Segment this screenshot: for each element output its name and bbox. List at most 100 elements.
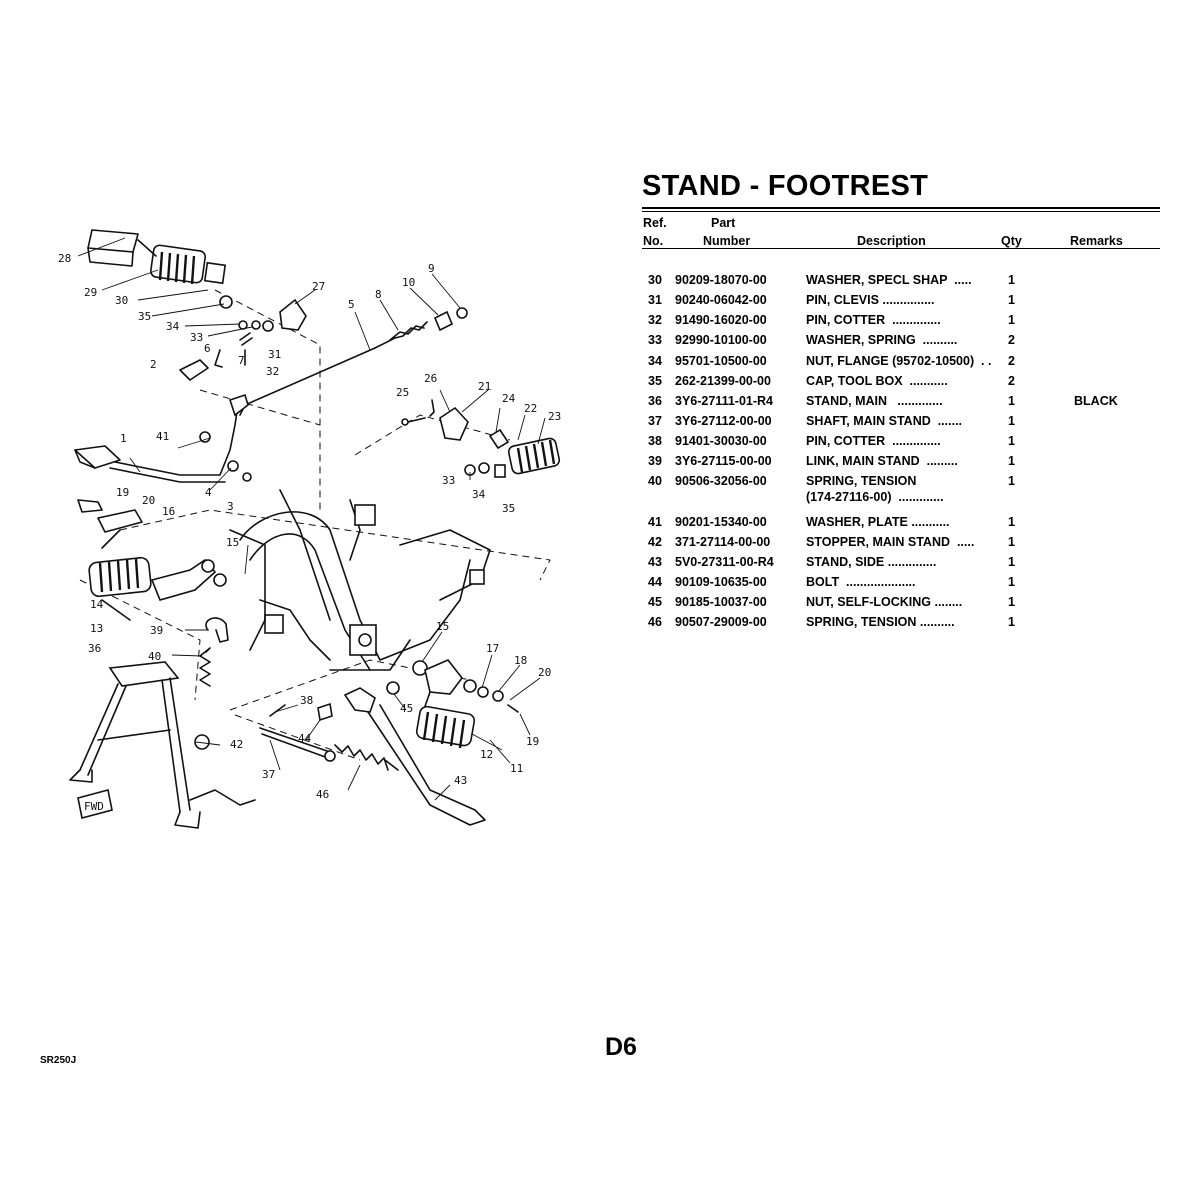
- left-footrest-top: [87, 229, 233, 309]
- row-part-number: 90507-29009-00: [675, 615, 767, 630]
- header-no: No.: [643, 234, 664, 248]
- row-part-number: 91401-30030-00: [675, 434, 767, 449]
- row-part-number: 3Y6-27115-00-00: [675, 454, 772, 469]
- row-ref: 46: [648, 615, 662, 630]
- row-qty: 1: [1008, 595, 1015, 610]
- callout-25: 25: [396, 386, 409, 399]
- callout-15-right: 15: [436, 620, 449, 633]
- row-qty: 1: [1008, 454, 1015, 469]
- row-description: LINK, MAIN STAND .........: [806, 454, 958, 469]
- row-part-number: 95701-10500-00: [675, 353, 767, 368]
- row-description: PIN, COTTER ..............: [806, 313, 941, 328]
- table-row: 38 91401-30030-00 PIN, COTTER ............…: [642, 434, 1160, 454]
- row-description: SHAFT, MAIN STAND .......: [806, 413, 963, 428]
- callout-43: 43: [454, 774, 467, 787]
- callout-44: 44: [298, 732, 312, 745]
- row-qty: 1: [1008, 313, 1015, 328]
- row-ref: 43: [648, 554, 662, 569]
- table-row: 43 5V0-27311-00-R4 STAND, SIDE ...........…: [642, 555, 1160, 575]
- row-part-number: 90209-18070-00: [675, 273, 767, 287]
- callout-19: 19: [116, 486, 129, 499]
- callout-13: 13: [90, 622, 103, 635]
- callout-31: 31: [268, 348, 281, 361]
- header-description: Description: [857, 234, 926, 248]
- row-qty: 1: [1008, 434, 1015, 449]
- row-part-number: 92990-10100-00: [675, 333, 767, 348]
- callout-34: 34: [166, 320, 180, 333]
- callout-21: 21: [478, 380, 491, 393]
- row-part-number: 371-27114-00-00: [675, 534, 771, 549]
- row-ref: 36: [648, 393, 662, 408]
- row-part-number: 3Y6-27112-00-00: [675, 413, 772, 428]
- table-row: 41 90201-15340-00 WASHER, PLATE ..........…: [642, 515, 1160, 535]
- row-qty: 1: [1008, 514, 1015, 529]
- left-footrest-lower: [77, 499, 227, 621]
- callout-35-right: 35: [502, 502, 515, 515]
- row-description: SPRING, TENSION ..........: [806, 615, 955, 630]
- row-qty: 2: [1008, 373, 1015, 388]
- main-stand-link-and-spring: [199, 617, 229, 687]
- side-stand: [334, 660, 486, 826]
- row-part-number: 90240-06042-00: [675, 293, 767, 308]
- row-ref: 32: [648, 313, 662, 328]
- callout-42: 42: [230, 738, 243, 751]
- callout-16: 16: [162, 505, 175, 518]
- callout-29: 29: [84, 286, 97, 299]
- row-description: WASHER, PLATE ...........: [806, 514, 950, 529]
- brake-rod-and-spring: [239, 307, 468, 416]
- callout-14: 14: [90, 598, 104, 611]
- row-part-number: 5V0-27311-00-R4: [675, 554, 774, 569]
- row-qty: 2: [1008, 353, 1015, 368]
- row-description: BOLT ....................: [806, 575, 916, 590]
- callout-45: 45: [400, 702, 413, 715]
- callout-7: 7: [238, 354, 245, 367]
- callout-40: 40: [148, 650, 161, 663]
- row-description: STAND, SIDE ..............: [806, 554, 937, 569]
- row-description: PIN, COTTER ..............: [806, 434, 941, 449]
- callout-30: 30: [115, 294, 128, 307]
- callout-4: 4: [205, 486, 212, 499]
- page-number: D6: [605, 1033, 637, 1061]
- row-description: NUT, SELF-LOCKING ........: [806, 595, 963, 610]
- callout-39: 39: [150, 624, 163, 637]
- callout-38: 38: [300, 694, 313, 707]
- callout-35: 35: [138, 310, 151, 323]
- row-qty: 1: [1008, 273, 1015, 287]
- row-ref: 35: [648, 373, 662, 388]
- row-ref: 30: [648, 273, 662, 287]
- fwd-label: FWD: [84, 800, 104, 813]
- row-qty: 1: [1008, 293, 1015, 308]
- row-description: STOPPER, MAIN STAND .....: [806, 534, 975, 549]
- row-part-number: 3Y6-27111-01-R4: [675, 393, 773, 408]
- title-rule-thick: [642, 207, 1160, 209]
- row-qty: 1: [1008, 615, 1015, 630]
- row-ref: 33: [648, 333, 662, 348]
- callout-20: 20: [142, 494, 155, 507]
- callout-17: 17: [486, 642, 499, 655]
- brake-pedal: [74, 359, 252, 483]
- callout-23: 23: [548, 410, 561, 423]
- row-qty: 1: [1008, 554, 1015, 569]
- bracket-and-hardware: [214, 298, 307, 368]
- callout-10: 10: [402, 276, 415, 289]
- row-part-number: 90201-15340-00: [675, 514, 767, 529]
- row-part-number: 262-21399-00-00: [675, 373, 771, 388]
- row-ref: 41: [648, 514, 662, 529]
- callout-8: 8: [375, 288, 382, 301]
- row-part-number: 90109-10635-00: [675, 575, 767, 590]
- diagram-drawing: FWD: [58, 229, 561, 829]
- callout-2: 2: [150, 358, 157, 371]
- callout-36: 36: [88, 642, 101, 655]
- row-ref: 38: [648, 434, 662, 449]
- callout-41: 41: [156, 430, 169, 443]
- row-qty: 1: [1008, 393, 1015, 408]
- row-ref: 34: [648, 353, 662, 368]
- callout-12: 12: [480, 748, 493, 761]
